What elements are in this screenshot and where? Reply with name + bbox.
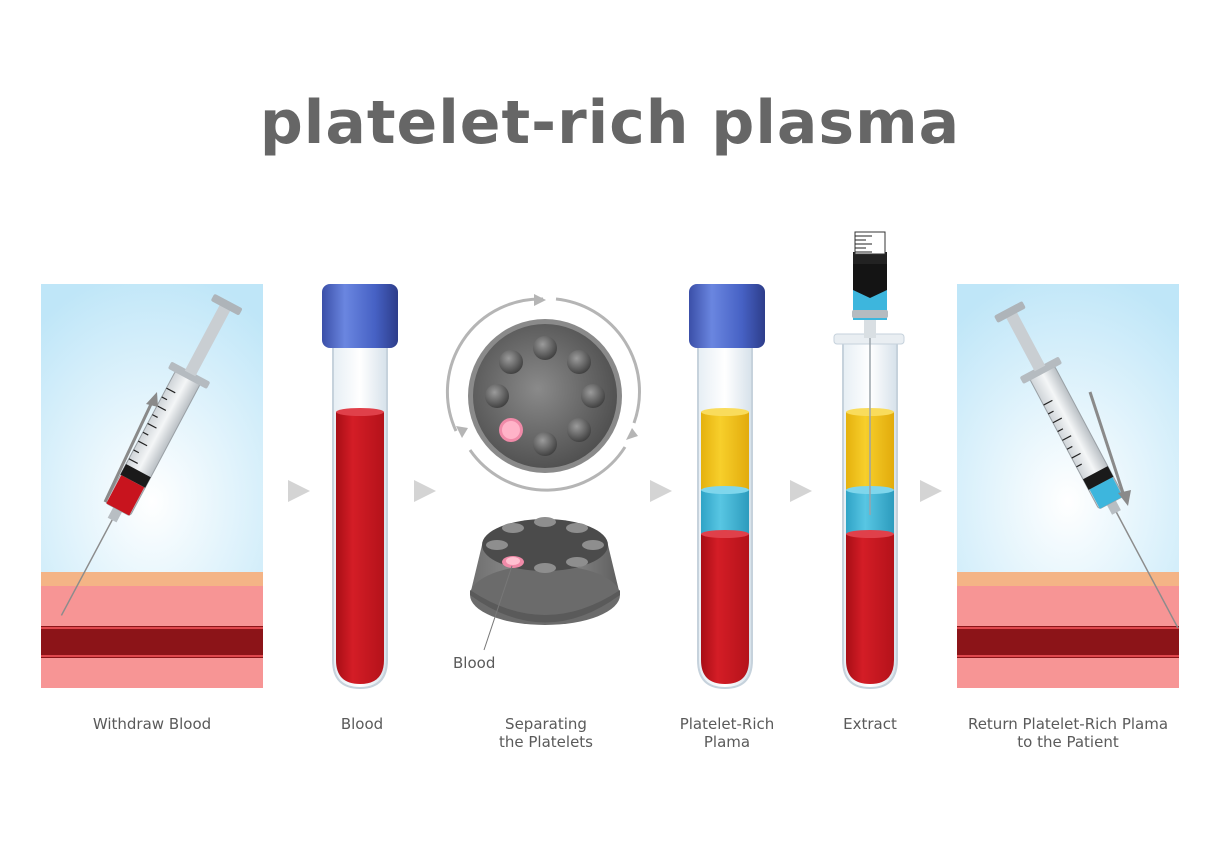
vein — [41, 626, 263, 658]
arrow-right-icon — [920, 480, 942, 502]
extract-tube-icon — [833, 330, 905, 690]
centrifuge-callout-label: Blood — [453, 654, 496, 672]
centrifuge-icon — [445, 294, 641, 492]
arrow-right-icon — [790, 480, 812, 502]
syringe-icon — [60, 294, 242, 616]
separated-tube-icon — [689, 284, 765, 690]
page-title: platelet-rich plasma — [259, 88, 961, 158]
blood-tube-icon — [322, 284, 398, 690]
arrow-right-icon — [288, 480, 310, 502]
panel-return-prp — [957, 284, 1179, 688]
tube-cap — [689, 284, 765, 348]
step-label-prp: Platelet-Rich Plama — [679, 715, 775, 751]
step-label-blood: Blood — [340, 715, 384, 733]
step-label-withdraw: Withdraw Blood — [92, 715, 212, 733]
tube-cap — [322, 284, 398, 348]
syringe-icon — [852, 231, 888, 338]
panel-withdraw-blood — [41, 284, 263, 688]
step-label-return: Return Platelet-Rich Plama to the Patien… — [967, 715, 1169, 751]
arrow-right-icon — [650, 480, 672, 502]
arrow-up-icon — [103, 392, 158, 503]
centrifuge-side-icon — [470, 517, 620, 651]
step-label-separating: Separating the Platelets — [499, 715, 593, 751]
step-label-extract: Extract — [843, 715, 897, 733]
skin-layer — [41, 572, 263, 586]
arrow-right-icon — [414, 480, 436, 502]
arrow-down-icon — [1088, 391, 1131, 506]
syringe-icon — [994, 301, 1179, 629]
